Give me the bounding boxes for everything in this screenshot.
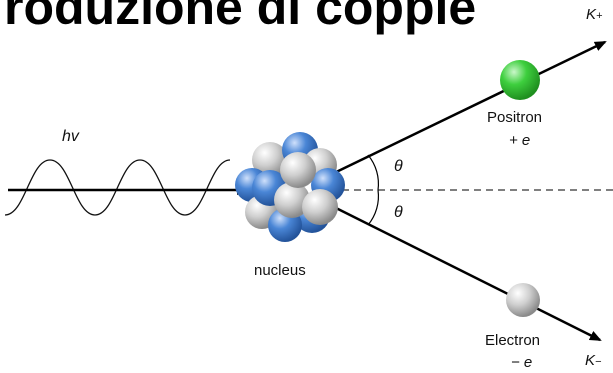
positron-particle	[500, 60, 540, 100]
k-minus-subscript: −	[595, 356, 602, 368]
photon-label: hv	[62, 128, 79, 145]
positron-label: Positron	[487, 109, 543, 126]
electron-label: Electron	[485, 332, 541, 349]
nucleus-cluster	[235, 132, 345, 242]
photon-wave	[4, 159, 231, 216]
electron-track	[329, 203, 602, 342]
angle-label-lower: θ	[394, 204, 403, 221]
k-plus-label: K+	[586, 6, 602, 23]
positron-charge-label: + e	[509, 132, 531, 149]
k-minus-symbol: K	[585, 352, 596, 369]
angle-arc-lower	[367, 189, 380, 226]
nucleus-label: nucleus	[254, 262, 306, 279]
angle-arc-upper	[367, 154, 380, 191]
k-minus-label: K−	[585, 352, 601, 369]
electron-particle	[506, 283, 540, 317]
electron-charge-label: − e	[511, 354, 533, 371]
diagram-title: roduzione di coppie	[4, 0, 477, 35]
k-plus-subscript: +	[596, 10, 603, 22]
positron-track	[329, 40, 607, 177]
angle-label-upper: θ	[394, 158, 403, 175]
k-plus-symbol: K	[586, 6, 597, 23]
